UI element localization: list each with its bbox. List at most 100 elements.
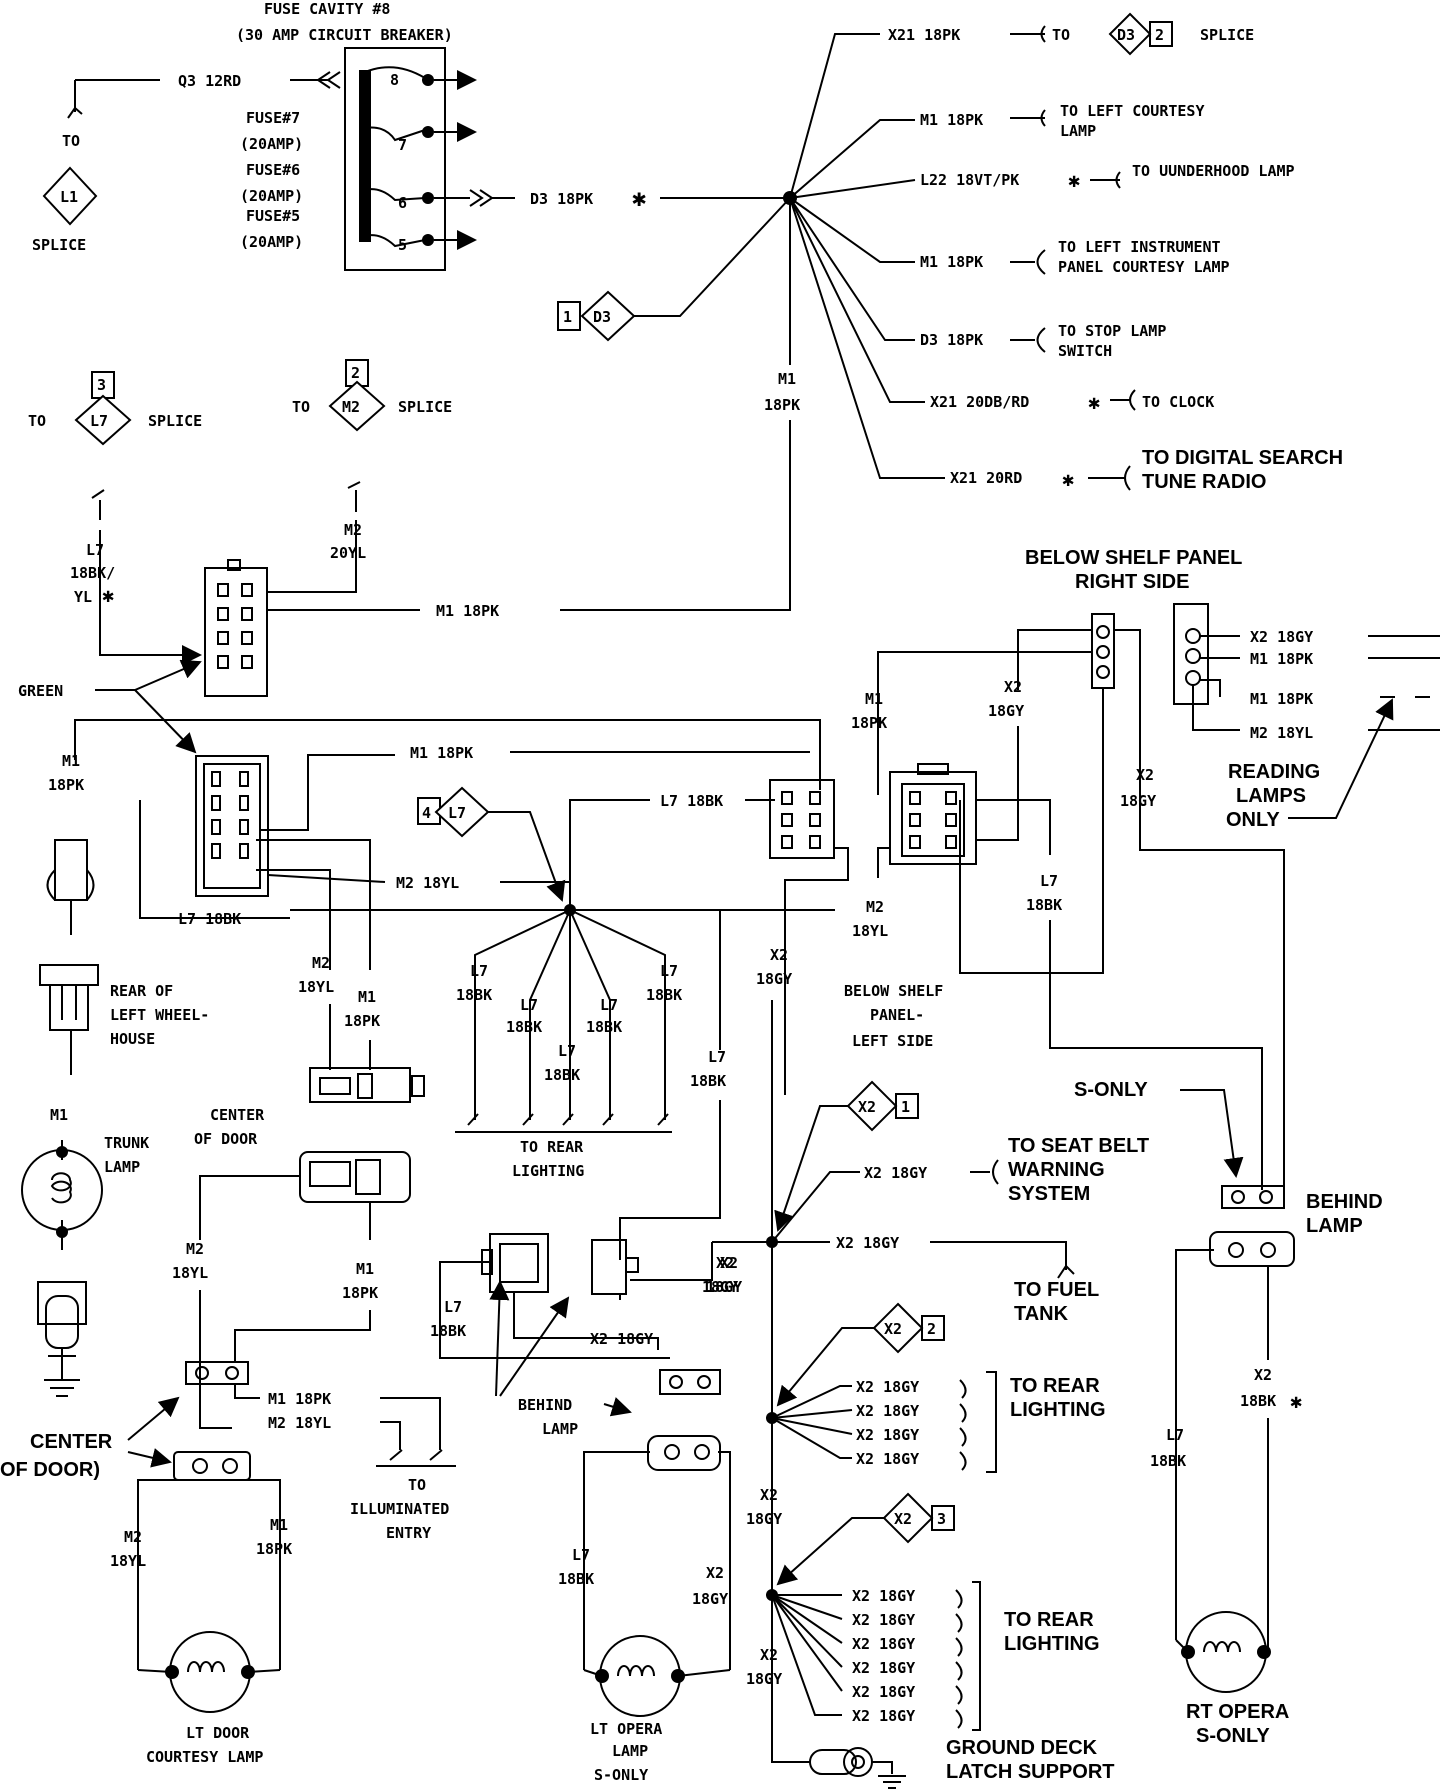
to-digital-search-label: TO DIGITAL SEARCH [1142, 447, 1343, 469]
to-left-instrument-label: TO LEFT INSTRUMENT [1058, 238, 1221, 256]
low-l7b: 18BK [430, 1322, 466, 1340]
trunk-2: LAMP [104, 1158, 140, 1176]
behind-lamp-connector-3 [1221, 1185, 1285, 1209]
rt-opera-lamp [1185, 1611, 1267, 1693]
bl-2: LAMP [1306, 1215, 1363, 1237]
x21-radio-wire: X21 20RD [950, 469, 1022, 487]
l7-splice-id-4: L7 [448, 804, 466, 822]
l7-wire-1: L7 [86, 541, 104, 559]
fuse6-label: FUSE#6 [246, 161, 300, 179]
m1-vertical-label: M1 [778, 370, 796, 388]
cod-2: OF DOOR [194, 1130, 258, 1148]
b3b: 18BK [544, 1066, 580, 1084]
fuse-5-label: 5 [398, 236, 407, 254]
dm1a: M1 [270, 1516, 288, 1534]
door-connector-1 [185, 1361, 249, 1385]
shelf-l7b: 18BK [1026, 896, 1062, 914]
x2col-x2b: 18GY [706, 1278, 742, 1296]
to-underhood-label: TO UUNDERHOOD LAMP [1132, 162, 1295, 180]
ill-1: TO [408, 1476, 426, 1494]
fuel-wire: X2 18GY [836, 1234, 899, 1252]
x21-wire-label: X21 18PK [888, 26, 960, 44]
shelf-x2b: 18GY [988, 702, 1024, 720]
left-wheel-label: LEFT WHEEL- [110, 1006, 209, 1024]
m2-splice-label: SPLICE [398, 398, 452, 416]
upper-connector [204, 567, 268, 697]
shelf-title-2: RIGHT SIDE [1075, 571, 1189, 593]
to-l7-label: TO [28, 412, 46, 430]
l7-splice-id: L7 [90, 412, 108, 430]
main-fanout: X21 18PK TO D3 2 SPLICE M1 18PK TO LEFT … [560, 12, 1343, 611]
x2col-x2e: X2 [760, 1646, 778, 1664]
d3-wire-label: D3 18PK [530, 190, 593, 208]
green-label: GREEN [18, 682, 63, 700]
r-l7a: L7 [1166, 1426, 1184, 1444]
ill-3: ENTRY [386, 1524, 431, 1542]
middle-section: M1 18PK L7 18BK M2 18YL M1 18PK REAR OF … [39, 719, 849, 1260]
x2-splice-2-id: X2 [884, 1320, 902, 1338]
fuse-8-label: 8 [390, 71, 399, 89]
to-d3-splice-label: TO [1052, 26, 1070, 44]
to-m2-label: TO [292, 398, 310, 416]
h1: X2 18GY [852, 1587, 915, 1605]
rl4: LIGHTING [1004, 1633, 1100, 1655]
shelf-left-1: BELOW SHELF [844, 982, 943, 1000]
h6: X2 18GY [852, 1707, 915, 1725]
b2a: L7 [520, 996, 538, 1014]
x2col-x2f: 18GY [746, 1670, 782, 1688]
x2-splice-3-num: 3 [937, 1510, 946, 1528]
m2-wire-1: M2 [344, 521, 362, 539]
rear-of-label: REAR OF [110, 982, 173, 1000]
sonly-label: S-ONLY [1074, 1079, 1148, 1101]
m2-yl-wire: M2 18YL [396, 874, 459, 892]
b4a: L7 [600, 996, 618, 1014]
shelf-x2d: 18GY [1120, 792, 1156, 810]
seat-belt-3: SYSTEM [1008, 1183, 1090, 1205]
ltd-1: LT DOOR [186, 1724, 250, 1742]
lto-3: S-ONLY [594, 1766, 648, 1784]
l7-lower-wire: L7 18BK [178, 910, 241, 928]
l7-wire-3: YL [74, 588, 92, 606]
svg-text:✱: ✱ [1088, 390, 1100, 414]
x2w: X2 18GY [590, 1330, 653, 1348]
low-m2b: 18YL [172, 1264, 208, 1282]
x2-column: X2 1 X2 18GY TO SEAT BELT WARNING SYSTEM… [706, 1000, 1149, 1789]
wm2: M2 18YL [268, 1414, 331, 1432]
b1a: L7 [470, 962, 488, 980]
l7-splice-num-4: 4 [422, 804, 431, 822]
d3-connector-id: D3 [593, 308, 611, 326]
seat-belt-wire: X2 18GY [864, 1164, 927, 1182]
d3-main: D3 18PK ✱ 1 D3 [434, 184, 797, 342]
rl3: TO REAR [1004, 1609, 1094, 1631]
dm1b: 18PK [256, 1540, 292, 1558]
l7r2: 18BK [690, 1072, 726, 1090]
seat-belt-2: WARNING [1008, 1159, 1105, 1181]
x2col-x2d: 18GY [746, 1510, 782, 1528]
m2-splice-id: M2 [342, 398, 360, 416]
lto-2: LAMP [612, 1742, 648, 1760]
ltd-2: COURTESY LAMP [146, 1748, 263, 1766]
m2-wire-2: 20YL [330, 544, 366, 562]
x2col-x2c: X2 [760, 1486, 778, 1504]
lower-middle: L7 18BK X2 18GY X2 18GY BEHIND LAMP L7 1… [430, 1233, 738, 1784]
svg-text:✱: ✱ [1062, 467, 1074, 491]
ground-eyelet [809, 1749, 857, 1775]
x21-clock-wire: X21 20DB/RD [930, 393, 1029, 411]
lt-door-lamp [169, 1631, 251, 1713]
mid-connector [309, 1067, 411, 1103]
d3-connector-num: 1 [563, 308, 572, 326]
fuel-2: TANK [1014, 1303, 1069, 1325]
bl-1: BEHIND [1306, 1191, 1383, 1213]
splice-l1-symbol [42, 166, 98, 226]
h5: X2 18GY [852, 1683, 915, 1701]
d3-splice-label: SPLICE [1200, 26, 1254, 44]
b3a: L7 [558, 1042, 576, 1060]
lamp-bulb-1 [54, 839, 88, 901]
shelf-l7a: L7 [1040, 872, 1058, 890]
low-m1b: 18PK [342, 1284, 378, 1302]
rear-wheelhouse-connector [39, 964, 99, 986]
reading-lamp-connector [1173, 603, 1209, 705]
rear-lighting-1: TO REAR [520, 1138, 584, 1156]
to-stop-lamp-label: TO STOP LAMP [1058, 322, 1166, 340]
fuse-subtitle: (30 AMP CIRCUIT BREAKER) [236, 26, 453, 44]
